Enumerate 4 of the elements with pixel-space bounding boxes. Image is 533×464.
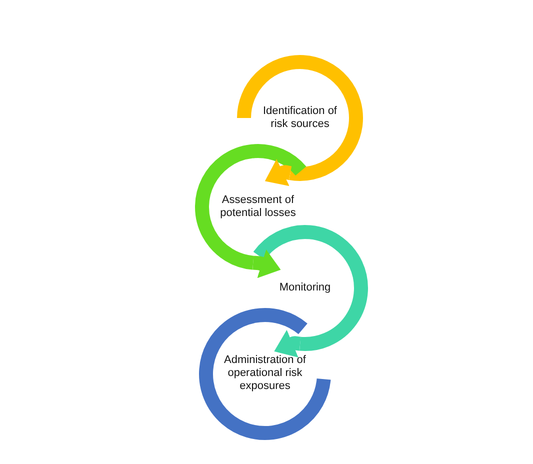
step-label: Administration of operational risk exposures — [223, 354, 307, 394]
step-label: Assessment of potential losses — [219, 194, 297, 220]
step-label: Monitoring — [278, 281, 332, 295]
step-label: Identification of risk sources — [262, 104, 338, 132]
